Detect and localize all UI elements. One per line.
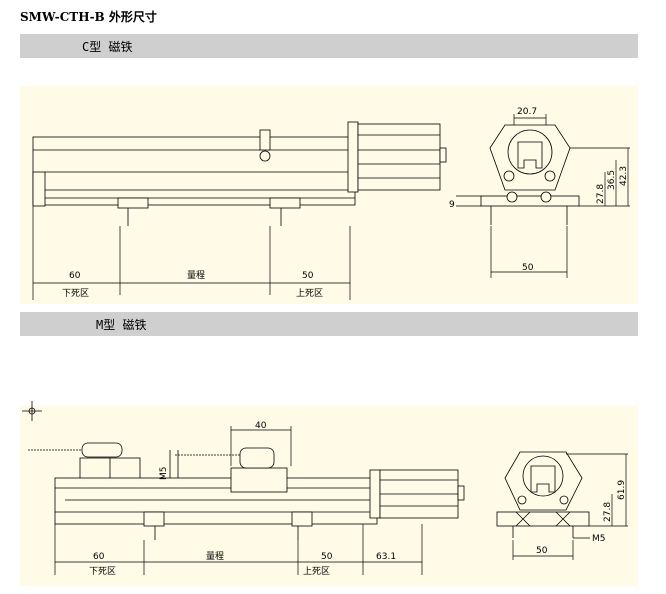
c-end-top-width: 20.7 (517, 107, 537, 117)
m-dim-middle: 量程 (206, 551, 224, 562)
c-end-view (456, 114, 630, 278)
c-dim-middle: 量程 (187, 270, 205, 281)
section-header-c-type: C型 磁铁 (20, 34, 638, 58)
m-end-bottom-width: 50 (536, 546, 548, 556)
section-label: C型 磁铁 (82, 40, 133, 54)
crosshair-mark (22, 401, 42, 421)
m-zone-left: 下死区 (89, 566, 116, 577)
m-side-view (28, 426, 465, 575)
section-header-m-type: M型 磁铁 (20, 312, 638, 336)
m-dim-extra: 63.1 (376, 552, 396, 562)
c-end-h3: 42.3 (619, 166, 629, 186)
c-dim-right: 50 (302, 271, 314, 281)
c-end-h2: 36.5 (607, 170, 617, 190)
m-end-view (496, 451, 628, 560)
m-end-h2: 61.9 (617, 480, 627, 500)
c-end-h1: 27.8 (596, 184, 606, 204)
c-end-bottom-width: 50 (522, 263, 534, 273)
m-dim-right: 50 (321, 552, 333, 562)
c-side-view (32, 121, 447, 300)
c-zone-right: 上死区 (296, 288, 323, 299)
m-side-vertical: M5 (159, 467, 169, 481)
m-zone-right: 上死区 (303, 566, 330, 577)
page-title: SMW-CTH-B 外形尺寸 (20, 10, 157, 24)
m-end-thread: M5 (592, 534, 606, 544)
c-dim-left: 60 (69, 271, 81, 281)
m-end-h1: 27.8 (603, 502, 613, 522)
c-zone-left: 下死区 (62, 288, 89, 299)
m-top-dim: 40 (255, 421, 267, 431)
section-label: M型 磁铁 (96, 318, 147, 332)
m-dim-left: 60 (93, 552, 105, 562)
c-end-small: 9 (449, 200, 455, 210)
